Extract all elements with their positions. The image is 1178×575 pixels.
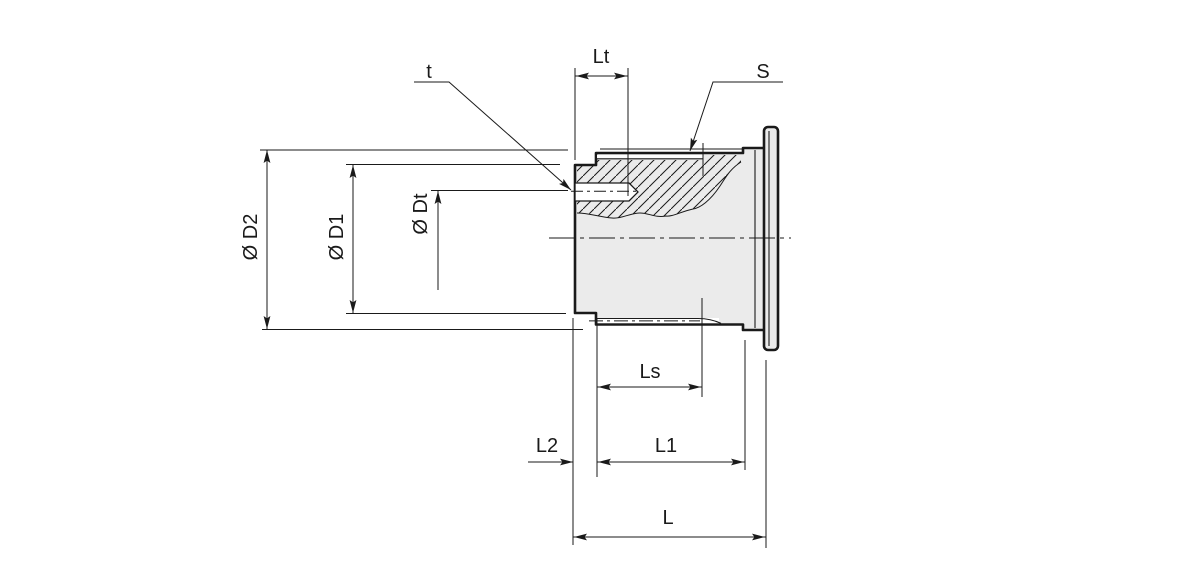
leader-t: t	[414, 61, 574, 193]
dim-lt: Lt	[574, 46, 629, 196]
keyway-slot	[574, 182, 639, 202]
hatch-section	[575, 155, 741, 219]
label-l2: L2	[536, 435, 558, 457]
slit-top-gap	[597, 154, 703, 159]
dim-dt: Ø Dt	[410, 190, 568, 290]
label-d2: Ø D2	[240, 214, 262, 261]
leader-s: S	[686, 61, 783, 176]
label-s: S	[756, 61, 769, 83]
label-t: t	[426, 61, 432, 83]
label-l: L	[662, 507, 673, 529]
dim-ls: Ls	[596, 298, 703, 477]
dim-d1: Ø D1	[326, 164, 566, 314]
leader-line	[689, 81, 783, 152]
part-cross-section	[571, 125, 780, 352]
label-d1: Ø D1	[326, 214, 348, 261]
dim-l2: L2	[528, 318, 574, 545]
break-line	[576, 161, 742, 219]
label-dt: Ø Dt	[410, 193, 432, 235]
label-ls: Ls	[639, 361, 660, 383]
dim-d2: Ø D2	[240, 148, 743, 330]
dim-l1: L1	[597, 340, 746, 470]
leader-line	[414, 81, 572, 191]
label-l1: L1	[655, 435, 677, 457]
dim-l: L	[573, 360, 767, 548]
label-lt: Lt	[593, 46, 610, 68]
dimensions: Ø D2 Ø D1 Ø Dt Lt	[240, 46, 783, 548]
slit-bottom-line	[597, 317, 722, 324]
